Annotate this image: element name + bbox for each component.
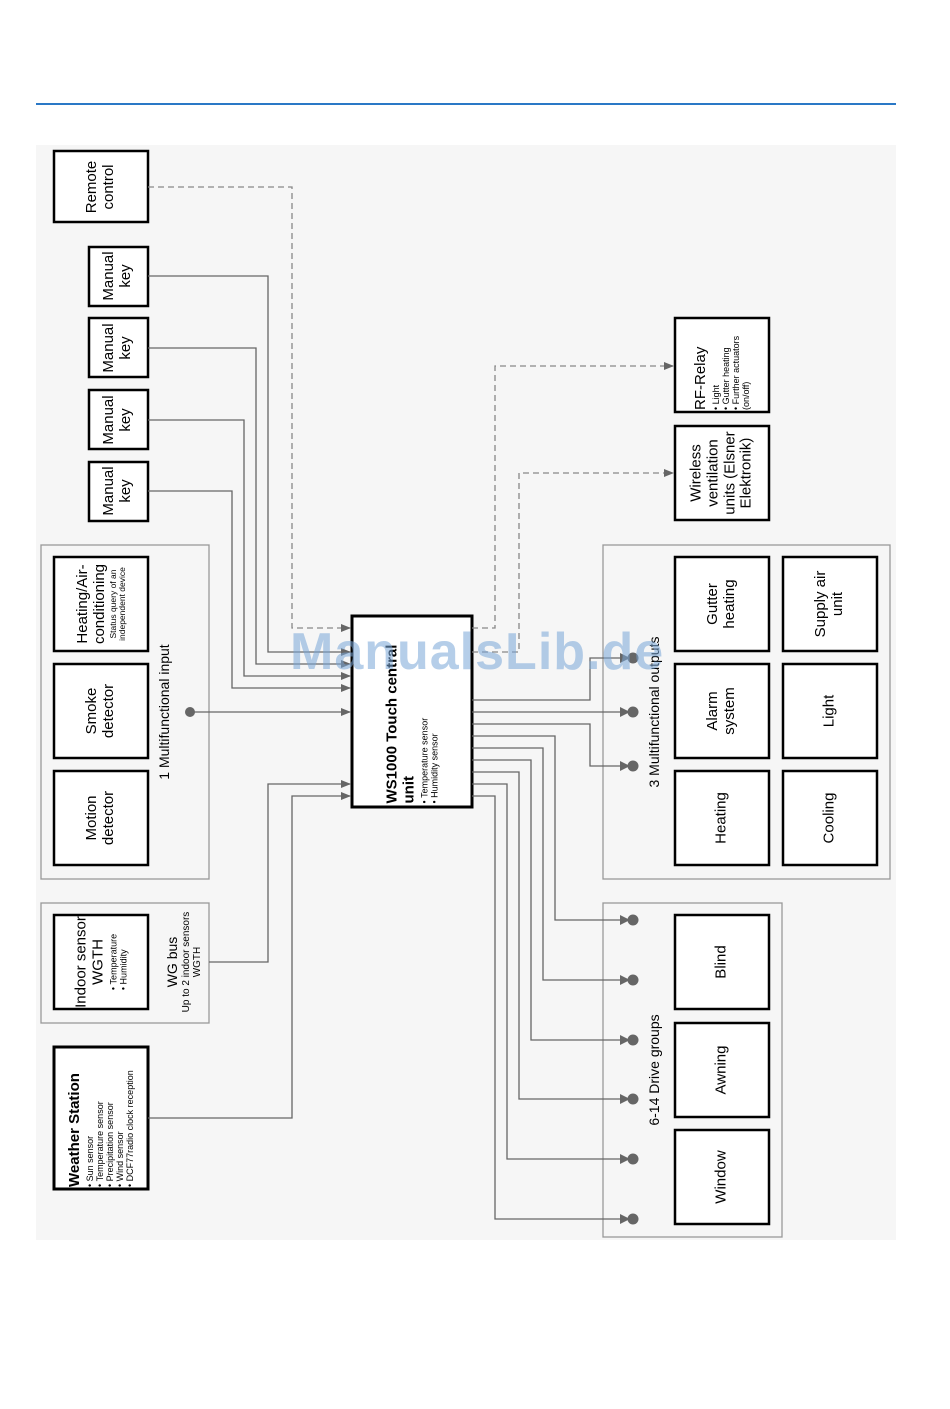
drive-groups-label: 6-14 Drive groups: [646, 1014, 663, 1126]
indoor-sensor-box: [52, 913, 150, 1011]
supply-air-label: Supply air unit: [812, 570, 846, 638]
blind-label: Blind: [712, 945, 730, 979]
gutter-heating-label: Gutter heating: [704, 579, 738, 629]
indoor-item-humidity: Humidity: [118, 934, 128, 990]
drive-link-3: [472, 759, 620, 1041]
heating-air-box: [52, 555, 150, 653]
manual-key-label-3: Manual key: [100, 395, 134, 445]
central-unit-label: WS1000 Touch central unit Temperature se…: [384, 619, 440, 804]
weather-item-sun: Sun sensor: [85, 1070, 95, 1187]
central-item-temperature: Temperature sensor: [419, 718, 429, 804]
remote-control-box: [52, 149, 150, 224]
rf-item-further: Further actuators (on/off): [731, 320, 751, 410]
wg-bus-label: WG bus Up to 2 indoor sensors WGTH: [163, 911, 203, 1013]
weather-item-dcf77: DCF77radio clock reception: [125, 1070, 135, 1187]
output-arrow-2: [620, 707, 630, 717]
manual-key-link-3: [148, 419, 351, 680]
wg-bus-link: [209, 780, 351, 963]
blind-box: [673, 913, 771, 1011]
multi-input-group-label: 1 Multifunctional input: [156, 644, 173, 780]
drive-arrow-2: [620, 975, 630, 985]
drive-arrow-6: [620, 1214, 630, 1224]
indoor-sensor-label: Indoor sensor WGTH Temperature Humidity: [73, 916, 129, 1008]
manual-key-link-4: [148, 490, 351, 692]
smoke-detector-box: [52, 662, 150, 760]
drive-groups-frame: [602, 902, 783, 1238]
manual-key-box-4: [87, 460, 150, 523]
wireless-vent-label: Wireless ventilation units (Elsner Elekt…: [687, 431, 755, 515]
drive-dot-3: [627, 1034, 639, 1046]
manual-key-box-2: [87, 316, 150, 379]
light-box: [781, 662, 879, 760]
output-dot-2: [627, 706, 639, 718]
alarm-system-box: [673, 662, 771, 760]
alarm-system-label: Alarm system: [704, 687, 738, 735]
heating-box: [673, 769, 771, 867]
drive-dot-4: [627, 1093, 639, 1105]
wg-bus-frame: [40, 902, 210, 1024]
output-link-1: [472, 657, 620, 701]
remote-control-label: Remote control: [83, 160, 117, 214]
cooling-box: [781, 769, 879, 867]
remote-link: [148, 186, 351, 632]
weather-item-temperature: Temperature sensor: [95, 1070, 105, 1187]
indoor-item-temperature: Temperature: [108, 934, 118, 990]
output-dot-1: [627, 652, 639, 664]
weather-link: [148, 792, 351, 1119]
cooling-label: Cooling: [820, 792, 838, 844]
drive-arrow-5: [620, 1154, 630, 1164]
drive-dot-1: [627, 914, 639, 926]
outputs-group-label: 3 Multifunctional outputs: [646, 636, 663, 788]
output-arrow-3: [620, 761, 630, 771]
drive-arrow-3: [620, 1035, 630, 1045]
manual-key-box-3: [87, 388, 150, 451]
weather-item-wind: Wind sensor: [115, 1070, 125, 1187]
drive-dot-5: [627, 1153, 639, 1165]
rf-item-light: Light: [711, 320, 721, 410]
output-link-3: [472, 723, 620, 767]
output-arrow-1: [620, 653, 630, 663]
smoke-detector-label: Smoke detector: [83, 683, 117, 739]
manual-key-link-2: [148, 347, 351, 668]
gutter-heating-box: [673, 555, 771, 653]
drive-link-2: [472, 747, 620, 981]
manual-key-label-1: Manual key: [100, 251, 134, 301]
weather-item-precipitation: Precipitation sensor: [105, 1070, 115, 1187]
rf-item-gutter: Gutter heating: [721, 320, 731, 410]
awning-box: [673, 1021, 771, 1119]
wireless-vent-box: [673, 424, 771, 522]
drive-link-1: [472, 735, 620, 921]
manual-key-label-4: Manual key: [100, 466, 134, 516]
multi-input-dot: [185, 707, 195, 717]
awning-label: Awning: [712, 1045, 730, 1095]
drive-arrow-1: [620, 915, 630, 925]
heating-air-label: Heating/Air-conditioning Status query of…: [73, 563, 127, 645]
manual-key-link-1: [148, 275, 351, 656]
heating-label: Heating: [712, 792, 730, 844]
window-label: Window: [712, 1150, 730, 1204]
weather-station-label: Weather Station Sun sensor Temperature s…: [66, 1049, 135, 1187]
manual-key-label-2: Manual key: [100, 323, 134, 373]
drive-link-5: [472, 783, 620, 1160]
light-label: Light: [820, 694, 838, 728]
motion-detector-box: [52, 769, 150, 867]
vent-link: [472, 469, 674, 653]
central-item-humidity: Humidity sensor: [429, 718, 439, 804]
drive-link-4: [472, 771, 620, 1100]
rf-relay-label: RF-Relay Light Gutter heating Further ac…: [692, 320, 751, 410]
drive-arrow-4: [620, 1094, 630, 1104]
header-rule: [36, 103, 896, 105]
rf-relay-link: [472, 362, 674, 629]
supply-air-box: [781, 555, 879, 653]
drive-link-6: [472, 795, 620, 1220]
drive-dot-2: [627, 974, 639, 986]
window-box: [673, 1128, 771, 1226]
drive-dot-6: [627, 1213, 639, 1225]
output-dot-3: [627, 760, 639, 772]
motion-detector-label: Motion detector: [83, 790, 117, 846]
